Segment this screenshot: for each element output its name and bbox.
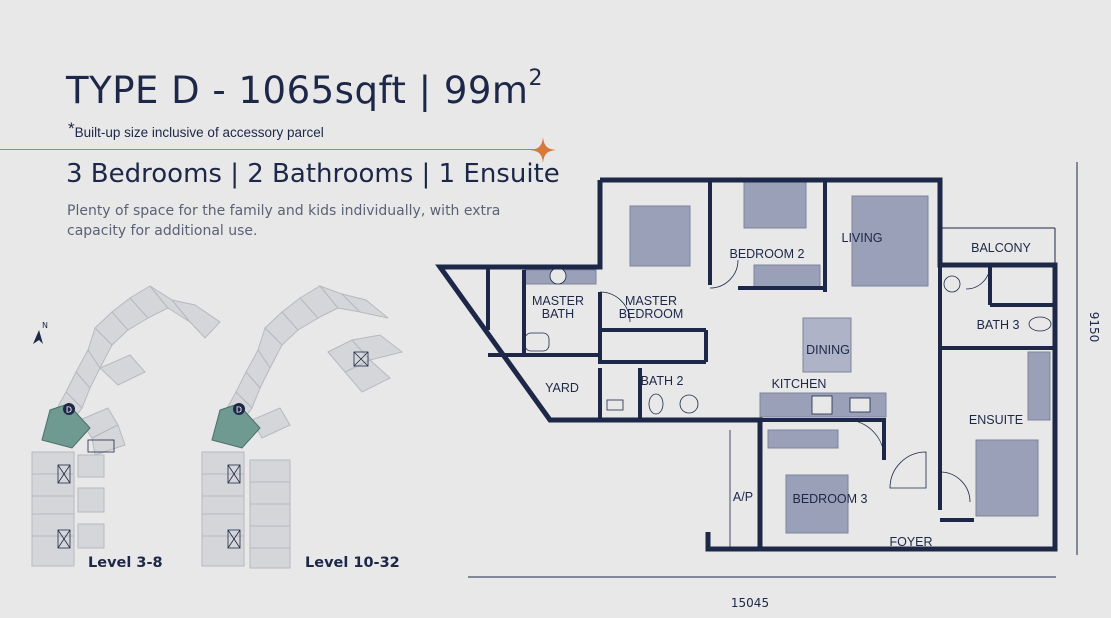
unit-description: Plenty of space for the family and kids … — [67, 203, 501, 239]
bedroom3-bed-icon — [785, 474, 849, 534]
width-dimension: 15045 — [731, 596, 769, 610]
plan-title-superscript: 2 — [528, 66, 543, 91]
sparkle-icon — [530, 137, 556, 163]
label-master-bath-2: BATH — [542, 307, 574, 321]
interior-walls — [486, 180, 1055, 522]
door-swings — [599, 259, 991, 549]
unit-marker-left-label: D — [66, 406, 72, 415]
ensuite-bed-icon — [975, 439, 1039, 517]
keyplan-left-lift-marks — [57, 439, 115, 549]
plan-title: TYPE D - 1065sqft | 99m2 — [66, 66, 543, 112]
label-bedroom-2: BEDROOM 2 — [729, 247, 804, 261]
label-master-bath-1: MASTER — [532, 294, 584, 308]
room-summary: 3 Bedrooms | 2 Bathrooms | 1 Ensuite — [66, 159, 560, 189]
master-bed-icon — [629, 205, 691, 267]
plan-title-text: TYPE D - 1065sqft | 99m — [66, 69, 529, 112]
accent-divider — [0, 149, 538, 150]
keyplan-right-lift-marks — [227, 351, 369, 549]
label-living: LIVING — [842, 231, 883, 245]
unit-marker-left — [63, 403, 75, 415]
label-bath-2: BATH 2 — [641, 374, 684, 388]
room-labels: MASTER BATH MASTER BEDROOM BEDROOM 2 LIV… — [532, 231, 1032, 549]
label-master-bedroom-2: BEDROOM — [619, 307, 684, 321]
size-footnote: *Built-up size inclusive of accessory pa… — [68, 119, 324, 140]
label-bedroom-3: BEDROOM 3 — [792, 492, 867, 506]
label-dining: DINING — [806, 343, 850, 357]
north-arrow-icon — [33, 330, 43, 344]
footnote-text: Built-up size inclusive of accessory par… — [74, 125, 324, 140]
label-foyer: FOYER — [889, 535, 932, 549]
fixtures — [524, 267, 1052, 415]
label-master-bedroom-1: MASTER — [625, 294, 677, 308]
label-ap: A/P — [733, 490, 753, 504]
footnote-asterisk: * — [68, 119, 75, 138]
window-marks — [612, 177, 1056, 265]
ensuite-wardrobe-icon — [1027, 351, 1051, 421]
bedroom3-wardrobe-icon — [767, 429, 839, 449]
bedroom2-bed-icon — [743, 181, 807, 229]
living-sofa-icon — [851, 195, 929, 287]
keyplan-right-label: Level 10-32 — [305, 555, 400, 571]
furniture — [523, 181, 1051, 534]
label-bath-3: BATH 3 — [977, 318, 1020, 332]
label-ensuite: ENSUITE — [969, 413, 1023, 427]
keyplan-left-label: Level 3-8 — [88, 555, 163, 571]
bedroom2-wardrobe-icon — [753, 264, 821, 288]
unit-marker-right-label: D — [236, 406, 242, 415]
label-balcony: BALCONY — [971, 241, 1031, 255]
dining-table-icon — [802, 317, 852, 373]
north-arrow-label: N — [42, 321, 48, 330]
depth-dimension: 9150 — [1087, 312, 1101, 343]
label-yard: YARD — [545, 381, 579, 395]
label-kitchen: KITCHEN — [772, 377, 827, 391]
unit-marker-right — [233, 403, 245, 415]
